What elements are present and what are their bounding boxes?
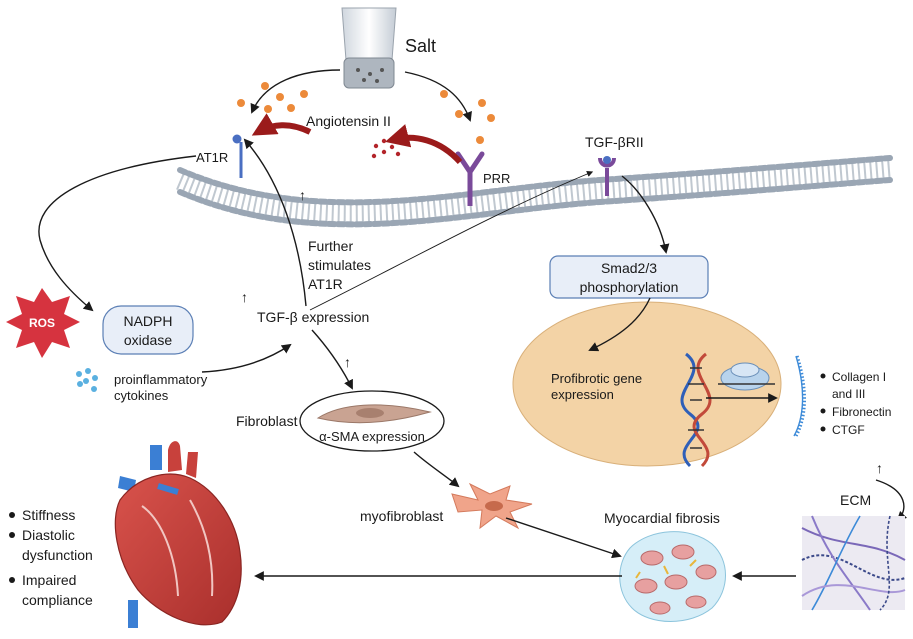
fibroblast-to-myo-arrow xyxy=(413,451,460,488)
ecm-item-list: Collagen I and III Fibronectin CTGF xyxy=(820,370,891,437)
ros-star-icon xyxy=(6,288,80,358)
at1r-receptor-icon xyxy=(232,134,243,178)
ecm-mesh-icon xyxy=(801,515,906,611)
smad-box xyxy=(549,255,709,299)
prr-receptor-icon xyxy=(455,151,485,206)
cytokines-label-line1: proinflammatory xyxy=(114,372,208,387)
myo-to-fibrosis-arrow xyxy=(505,517,622,559)
heart-effect-item: Impaired xyxy=(22,572,76,588)
fibroblast-label: Fibroblast xyxy=(236,413,298,429)
angiotensin-arrow-left xyxy=(251,113,312,136)
ecm-item: Fibronectin xyxy=(832,405,891,419)
ecm-item: and III xyxy=(832,387,865,401)
salt-to-at1r-arrow xyxy=(250,69,341,114)
salt-to-prr-arrow xyxy=(404,71,472,122)
heart-effect-item: Diastolic xyxy=(22,527,75,543)
asma-label: α-SMA expression xyxy=(319,429,425,444)
heart-effects-list: Stiffness Diastolic dysfunction Impaired… xyxy=(9,507,93,608)
up-arrow-ecm: ↑ xyxy=(876,460,883,476)
ribosome-icon xyxy=(718,362,775,391)
heart-effect-item: dysfunction xyxy=(22,547,93,563)
salt-label: Salt xyxy=(405,36,436,56)
ecm-item: Collagen I xyxy=(832,370,886,384)
mrna-backbone xyxy=(793,355,804,437)
nadph-label-line1: NADPH xyxy=(123,313,172,329)
myofibroblast-cell-icon xyxy=(451,482,533,530)
smad-label-line2: phosphorylation xyxy=(580,279,679,295)
smad-label-line1: Smad2/3 xyxy=(601,260,657,276)
ecm-item: CTGF xyxy=(832,423,865,437)
receptor-to-smad-arrow xyxy=(621,175,670,254)
cell-membrane xyxy=(176,155,893,228)
profibrotic-label-line1: Profibrotic gene xyxy=(551,371,642,386)
nadph-label-line2: oxidase xyxy=(124,332,172,348)
nadph-oxidase-box xyxy=(102,305,194,355)
fibrosis-label: Myocardial fibrosis xyxy=(604,510,720,526)
heart-effect-item: Stiffness xyxy=(22,507,75,523)
further-label-line3: AT1R xyxy=(308,276,343,292)
prr-label: PRR xyxy=(483,171,510,186)
dna-icon xyxy=(680,352,712,468)
at1r-label: AT1R xyxy=(196,150,228,165)
tgf-receptor-label: TGF-βRII xyxy=(585,134,644,150)
cytokines-to-tgf-arrow xyxy=(201,343,292,373)
tgf-receptor-icon xyxy=(598,156,616,196)
salt-particles xyxy=(237,82,495,144)
further-label-line1: Further xyxy=(308,238,353,254)
angiotensin-label: Angiotensin II xyxy=(306,113,391,129)
tgf-to-fibroblast-arrow xyxy=(311,329,353,390)
nucleus xyxy=(512,301,782,467)
up-arrow-tgf: ↑ xyxy=(241,289,248,305)
fibrotic-tissue-icon xyxy=(619,531,726,622)
profibrotic-label-line2: expression xyxy=(551,387,614,402)
cytokine-dots-icon xyxy=(76,368,98,392)
at1r-to-ros-arrow xyxy=(38,155,197,312)
cytokines-label-line2: cytokines xyxy=(114,388,169,403)
angiotensin-arrow-right xyxy=(385,124,463,165)
tgf-to-at1r-arrow xyxy=(243,138,307,307)
heart-effect-item: compliance xyxy=(22,592,93,608)
myofibroblast-label: myofibroblast xyxy=(360,508,443,524)
ros-label: ROS xyxy=(29,316,55,330)
tgf-to-receptor-arrow xyxy=(309,171,594,311)
salt-shaker-icon xyxy=(341,7,397,89)
ecm-label: ECM xyxy=(840,492,871,508)
further-label-line2: stimulates xyxy=(308,257,371,273)
ecm-to-mesh-arrow xyxy=(875,479,908,522)
fibroblast-cell-icon xyxy=(316,404,432,424)
angiotensin-particles xyxy=(371,138,401,159)
heart-icon xyxy=(114,441,242,628)
up-arrow-fibro: ↑ xyxy=(344,354,351,370)
tgf-expression-label: TGF-β expression xyxy=(257,309,369,325)
up-arrow-further: ↑ xyxy=(299,187,306,203)
smad-to-nucleus-arrow xyxy=(588,297,651,352)
mrna-icon xyxy=(794,355,806,437)
